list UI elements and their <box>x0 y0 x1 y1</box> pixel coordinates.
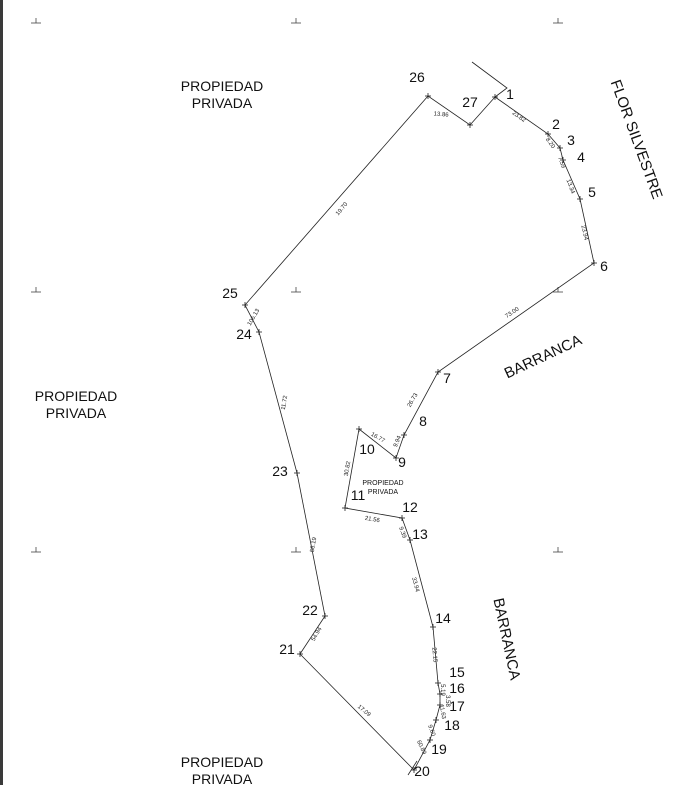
left-edge-bar <box>0 0 3 785</box>
area-top-left-line2: PRIVADA <box>192 95 253 111</box>
dimension-label-22: 56.19 <box>310 536 319 552</box>
vertex-labels: 1234567891011121314151617181920212223242… <box>222 69 608 779</box>
vertex-label-26: 26 <box>409 69 425 85</box>
dimension-label-2: 8.20 <box>544 137 556 151</box>
dimension-labels: 23.828.207.5913.3423.9473.0026.739.9416.… <box>247 110 589 756</box>
lot-polygon <box>244 95 595 771</box>
dimension-label-16: 3.58 <box>444 695 450 707</box>
vertex-label-27: 27 <box>462 94 478 110</box>
vertex-label-18: 18 <box>444 717 460 733</box>
dimension-label-4: 13.34 <box>565 179 576 196</box>
dimension-label-14: 22.15 <box>430 647 437 663</box>
dimension-label-12: 9.39 <box>397 526 407 540</box>
street-barranca-lower: BARRANCA <box>489 597 523 682</box>
dimension-label-11: 21.56 <box>364 516 380 525</box>
vertex-label-6: 6 <box>600 258 608 274</box>
dimension-label-24: 106.13 <box>247 307 262 326</box>
access-road-line <box>471 61 508 98</box>
street-barranca-middle: BARRANCA <box>502 332 585 383</box>
dimension-label-20: 17.09 <box>356 704 372 719</box>
vertex-label-23: 23 <box>272 463 288 479</box>
vertex-ticks <box>242 93 597 773</box>
street-flor-silvestre: FLOR SILVESTRE <box>607 78 666 202</box>
vertex-label-15: 15 <box>449 664 465 680</box>
area-top-left-line1: PROPIEDAD <box>181 78 263 94</box>
dimension-label-7: 26.73 <box>407 392 420 409</box>
dimension-label-21: 54.94 <box>311 626 324 643</box>
dimension-label-10: 30.82 <box>344 460 353 476</box>
area-inner-line2: PRIVADA <box>368 489 399 496</box>
vertex-label-12: 12 <box>402 499 418 515</box>
dimension-label-17: 11.63 <box>438 704 447 720</box>
dimension-label-23: 11.72 <box>281 394 290 410</box>
dimension-label-15: 5.19 <box>439 684 445 696</box>
vertex-label-22: 22 <box>302 602 318 618</box>
vertex-label-9: 9 <box>398 454 406 470</box>
vertex-label-17: 17 <box>449 698 465 714</box>
vertex-label-2: 2 <box>552 116 560 132</box>
vertex-label-14: 14 <box>435 610 451 626</box>
lot-boundary <box>244 61 595 776</box>
vertex-label-25: 25 <box>222 285 238 301</box>
dimension-label-18: 9.60 <box>426 724 436 738</box>
area-bottom-left-line2: PRIVADA <box>192 771 253 785</box>
vertex-label-10: 10 <box>359 441 375 457</box>
vertex-label-4: 4 <box>577 149 585 165</box>
vertex-label-11: 11 <box>351 487 366 503</box>
vertex-label-8: 8 <box>419 413 427 429</box>
area-bottom-left-line1: PROPIEDAD <box>181 754 263 770</box>
area-inner-line1: PROPIEDAD <box>362 480 403 487</box>
area-middle-left-line1: PROPIEDAD <box>35 388 117 404</box>
vertex-label-7: 7 <box>443 370 451 386</box>
vertex-label-13: 13 <box>412 526 428 542</box>
vertex-20-extension-line <box>407 760 418 776</box>
vertex-label-20: 20 <box>414 763 430 779</box>
vertex-label-3: 3 <box>567 132 575 148</box>
area-middle-left-line2: PRIVADA <box>46 405 107 421</box>
dimension-label-26: 13.86 <box>433 111 449 118</box>
vertex-label-24: 24 <box>236 326 252 342</box>
vertex-label-16: 16 <box>449 680 465 696</box>
dimension-label-1: 23.82 <box>511 110 527 124</box>
dimension-label-13: 33.94 <box>410 577 420 594</box>
dimension-label-8: 9.94 <box>393 434 403 448</box>
dimension-label-25: 19.70 <box>335 201 350 217</box>
dimension-label-19: 60.89 <box>415 740 427 757</box>
vertex-label-1: 1 <box>506 86 514 102</box>
vertex-label-21: 21 <box>279 641 295 657</box>
dimension-label-3: 7.59 <box>556 156 566 170</box>
dimension-label-5: 23.94 <box>579 225 588 242</box>
vertex-label-19: 19 <box>431 741 447 757</box>
dimension-label-6: 73.00 <box>505 306 521 320</box>
vertex-label-5: 5 <box>588 184 596 200</box>
